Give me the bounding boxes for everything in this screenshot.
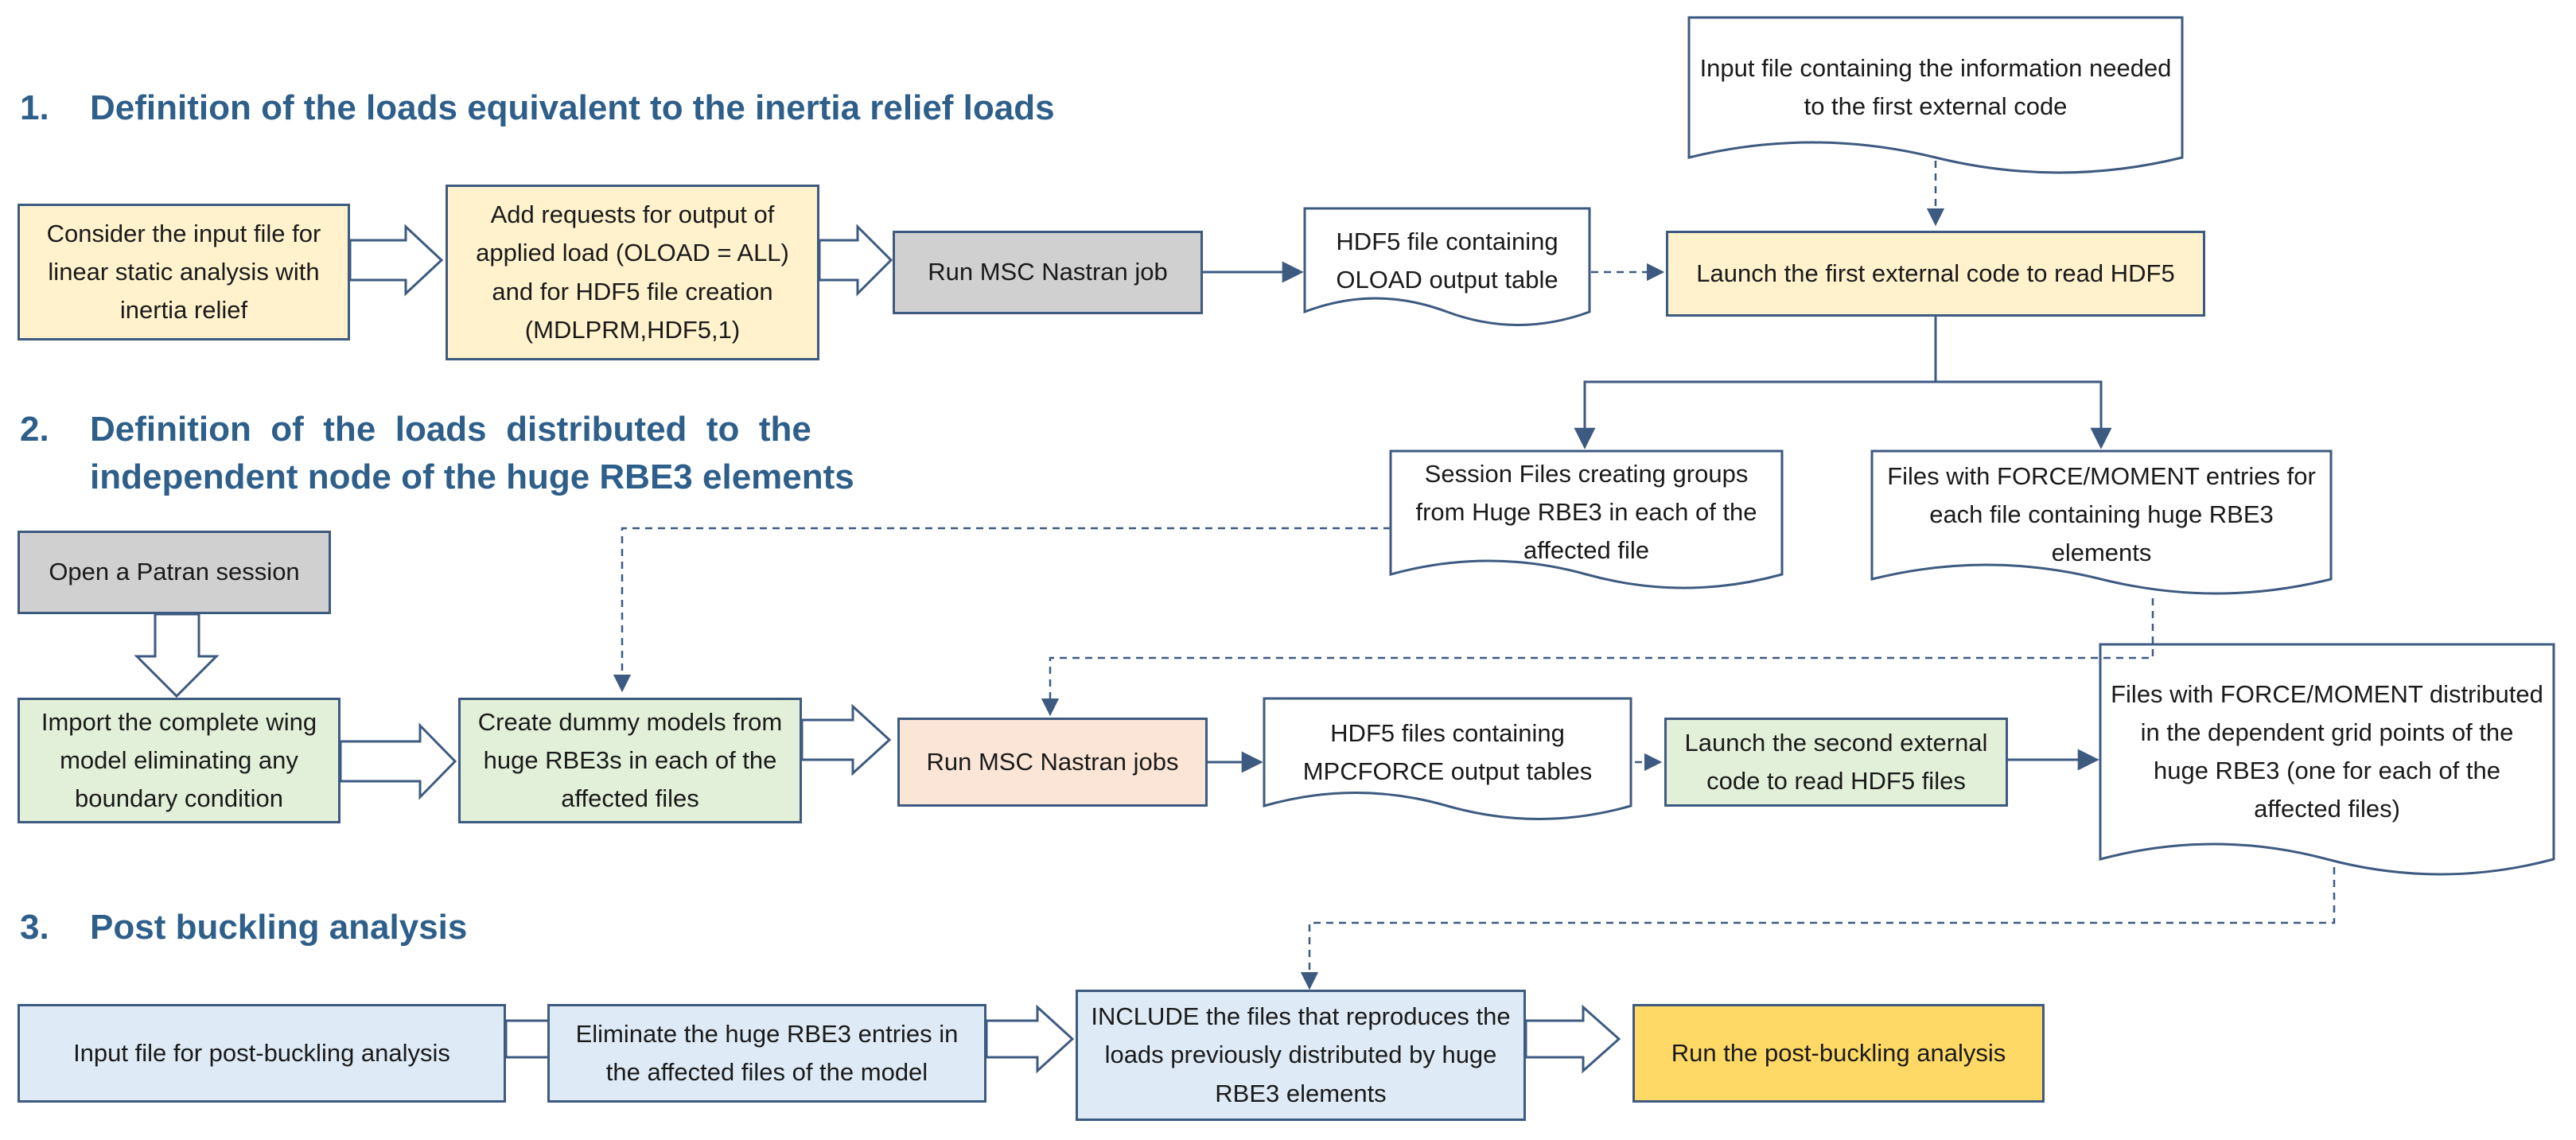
block-arrow bbox=[985, 1004, 1075, 1074]
doc-shape-session-files bbox=[1389, 449, 1784, 589]
create-dummy-box: Create dummy models from huge RBE3s in e… bbox=[458, 698, 802, 823]
input-file-first-code-doc: Input file containing the information ne… bbox=[1699, 53, 2172, 120]
doc-shape-input-first-code bbox=[1687, 16, 2184, 174]
launch-first-code-box: Launch the first external code to read H… bbox=[1666, 231, 2205, 317]
block-arrow bbox=[1524, 1004, 1621, 1074]
block-arrow bbox=[134, 613, 220, 698]
doc-shape-files-distributed bbox=[2099, 643, 2555, 876]
run-post-buckling-box: Run the post-buckling analysis bbox=[1632, 1004, 2045, 1103]
launch-second-code-box: Launch the second external code to read … bbox=[1664, 718, 2008, 807]
consider-input-box: Consider the input file for linear stati… bbox=[18, 204, 350, 340]
session-files-doc: Session Files creating groups from Huge … bbox=[1415, 459, 1757, 565]
section-heading-2: 2. Definition of the loads distributed t… bbox=[20, 407, 927, 503]
section-heading-1: 1. Definition of the loads equivalent to… bbox=[20, 86, 1134, 134]
block-arrow bbox=[339, 722, 457, 800]
dashed-connector bbox=[613, 527, 1391, 693]
run-nastran-job-box: Run MSC Nastran job bbox=[893, 231, 1203, 314]
files-force-moment-distributed-doc: Files with FORCE/MOMENT distributed in t… bbox=[2111, 679, 2543, 823]
block-arrow bbox=[348, 224, 444, 297]
add-requests-box: Add requests for output of applied load … bbox=[446, 185, 819, 360]
files-force-moment-entries-doc: Files with FORCE/MOMENT entries for each… bbox=[1887, 461, 2316, 567]
section-number: 2. bbox=[20, 410, 49, 449]
section-number: 3. bbox=[20, 908, 49, 947]
section-heading-3: 3. Post buckling analysis bbox=[20, 905, 656, 953]
run-nastran-jobs-box: Run MSC Nastran jobs bbox=[897, 718, 1208, 807]
dashed-connector bbox=[1041, 598, 2154, 717]
connector bbox=[1574, 296, 1937, 449]
hdf5-mpcforce-doc: HDF5 files containing MPCFORCE output ta… bbox=[1302, 718, 1593, 785]
eliminate-rbe3-box: Eliminate the huge RBE3 entries in the a… bbox=[547, 1004, 986, 1103]
block-arrow bbox=[800, 703, 892, 776]
section-title: Definition of the loads equivalent to th… bbox=[90, 88, 1055, 127]
input-post-buckling-box: Input file for post-buckling analysis bbox=[18, 1004, 506, 1103]
dashed-connector bbox=[1300, 867, 2336, 990]
import-wing-box: Import the complete wing model eliminati… bbox=[18, 698, 340, 823]
section-title-line1: Definition of the loads distributed to t… bbox=[90, 410, 811, 449]
open-patran-box: Open a Patran session bbox=[18, 531, 331, 614]
doc-shape-hdf5-mpcforce bbox=[1263, 697, 1632, 820]
block-arrow bbox=[818, 224, 893, 297]
doc-shape-files-entries bbox=[1870, 449, 2333, 595]
section-title: Post buckling analysis bbox=[90, 908, 468, 947]
hdf5-oload-doc: HDF5 file containing OLOAD output table bbox=[1336, 227, 1558, 294]
doc-shape-hdf5-oload bbox=[1303, 207, 1591, 326]
section-title-line2: independent node of the huge RBE3 elemen… bbox=[90, 457, 854, 496]
section-number: 1. bbox=[20, 88, 49, 127]
connector bbox=[1936, 380, 2112, 449]
include-files-box: INCLUDE the files that reproduces the lo… bbox=[1076, 990, 1526, 1121]
